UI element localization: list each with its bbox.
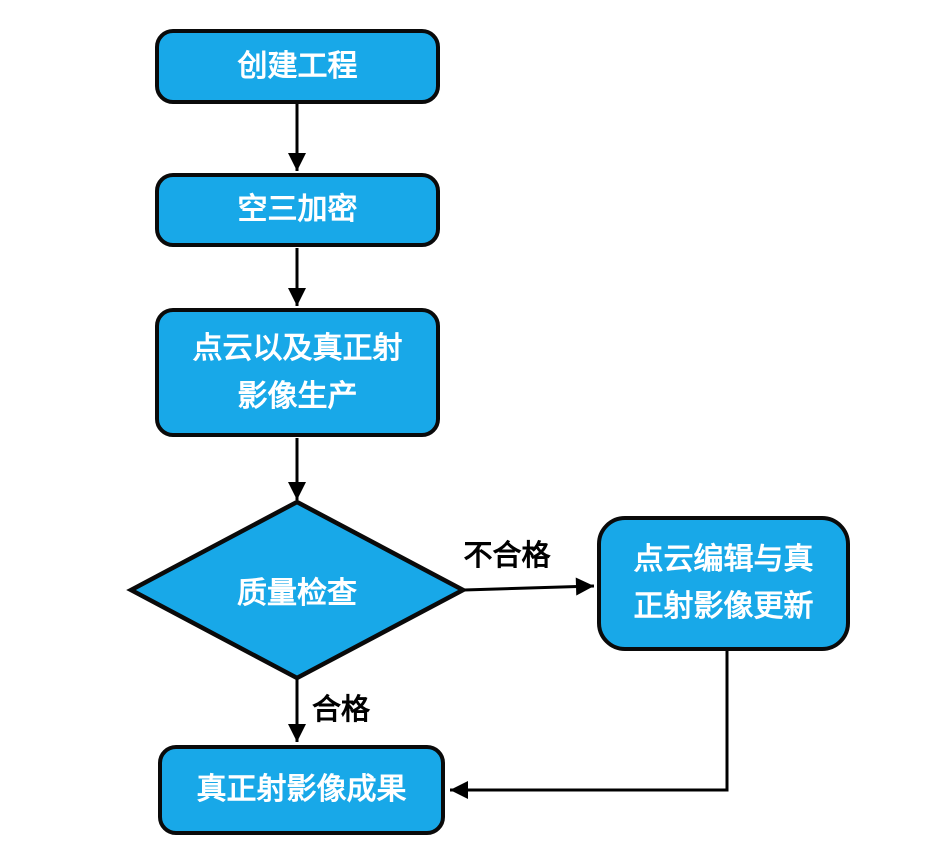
- quality-check-diamond-shape: [126, 499, 468, 681]
- node-quality-check-label: 质量检查: [237, 577, 357, 610]
- node-aerial-triangulation: 空三加密: [155, 173, 440, 247]
- node-pointcloud-edit: 点云编辑与真 正射影像更新: [597, 516, 850, 651]
- edge-label-pass: 合格: [311, 694, 370, 726]
- node-ortho-result: 真正射影像成果: [158, 745, 445, 835]
- edge-label-fail: 不合格: [463, 540, 551, 572]
- node-create-project: 创建工程: [155, 29, 440, 104]
- edge-edit-to-result: [450, 650, 729, 799]
- node-pointcloud-production: 点云以及真正射 影像生产: [155, 308, 440, 437]
- edge-check-to-edit: [463, 577, 595, 596]
